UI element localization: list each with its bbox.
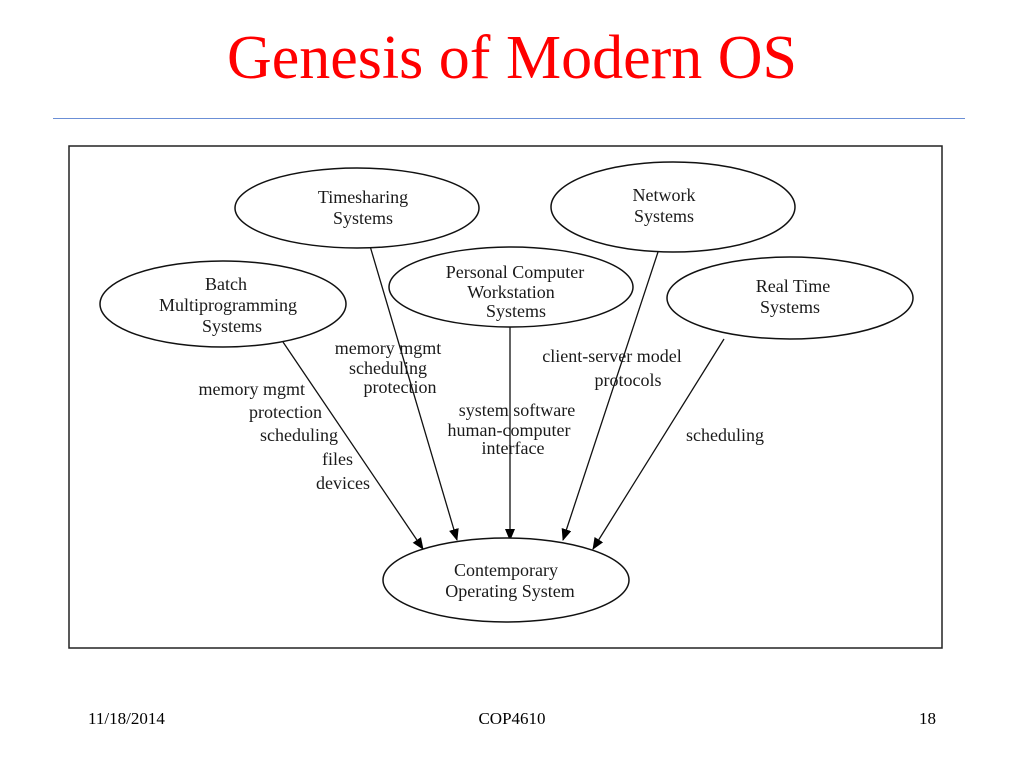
slide-title: Genesis of Modern OS: [227, 24, 797, 92]
edge-label-batch-4: files: [322, 449, 353, 469]
edge-label-personal-1: system software: [459, 400, 575, 420]
node-personal-line-2: Workstation: [467, 282, 555, 302]
node-personal-line-3: Systems: [486, 301, 546, 321]
node-realtime-line-1: Real Time: [756, 276, 831, 296]
edge-label-personal-3: interface: [482, 438, 545, 458]
node-contemporary-line-1: Contemporary: [454, 560, 558, 580]
edge-realtime-to-contemporary: [592, 338, 725, 550]
edge-label-timesharing-3: protection: [364, 377, 437, 397]
node-contemporary-shape: [382, 537, 630, 623]
node-personal-line-1: Personal Computer: [446, 262, 584, 282]
title-divider: [53, 118, 965, 119]
node-timesharing: Timesharing Systems: [234, 167, 480, 249]
node-timesharing-line-2: Systems: [333, 208, 393, 228]
edge-batch-to-contemporary: [282, 341, 424, 550]
edge-label-network-1: client-server model: [542, 346, 681, 366]
node-batch-line-1: Batch: [205, 274, 247, 294]
edge-timesharing-to-contemporary: [369, 245, 459, 541]
edge-label-timesharing-1: memory mgmt: [335, 338, 442, 358]
node-realtime: Real Time Systems: [666, 256, 914, 340]
edge-label-network-2: protocols: [595, 370, 662, 390]
node-contemporary: Contemporary Operating System: [382, 537, 630, 623]
edge-label-batch-2: protection: [249, 402, 322, 422]
edge-label-personal-2: human-computer: [448, 420, 571, 440]
node-network-shape: [550, 161, 796, 253]
node-network: Network Systems: [550, 161, 796, 253]
footer-course: COP4610: [478, 709, 546, 728]
node-network-line-1: Network: [633, 185, 696, 205]
node-batch: Batch Multiprogramming Systems: [99, 260, 347, 348]
edge-network-to-contemporary: [561, 251, 659, 541]
node-timesharing-shape: [234, 167, 480, 249]
edge-label-realtime-1: scheduling: [686, 425, 764, 445]
edge-label-timesharing-2: scheduling: [349, 358, 427, 378]
edge-label-batch-5: devices: [316, 473, 370, 493]
node-realtime-line-2: Systems: [760, 297, 820, 317]
edge-label-batch-3: scheduling: [260, 425, 338, 445]
node-batch-shape: [99, 260, 347, 348]
node-network-line-2: Systems: [634, 206, 694, 226]
node-timesharing-line-1: Timesharing: [318, 187, 408, 207]
footer-page-number: 18: [919, 709, 936, 728]
node-contemporary-line-2: Operating System: [445, 581, 574, 601]
node-batch-line-3: Systems: [202, 316, 262, 336]
node-realtime-shape: [666, 256, 914, 340]
node-personal: Personal Computer Workstation Systems: [388, 246, 634, 328]
node-batch-line-2: Multiprogramming: [159, 295, 297, 315]
edge-label-batch-1: memory mgmt: [199, 379, 306, 399]
node-personal-shape: [388, 246, 634, 328]
footer-date: 11/18/2014: [88, 709, 165, 728]
